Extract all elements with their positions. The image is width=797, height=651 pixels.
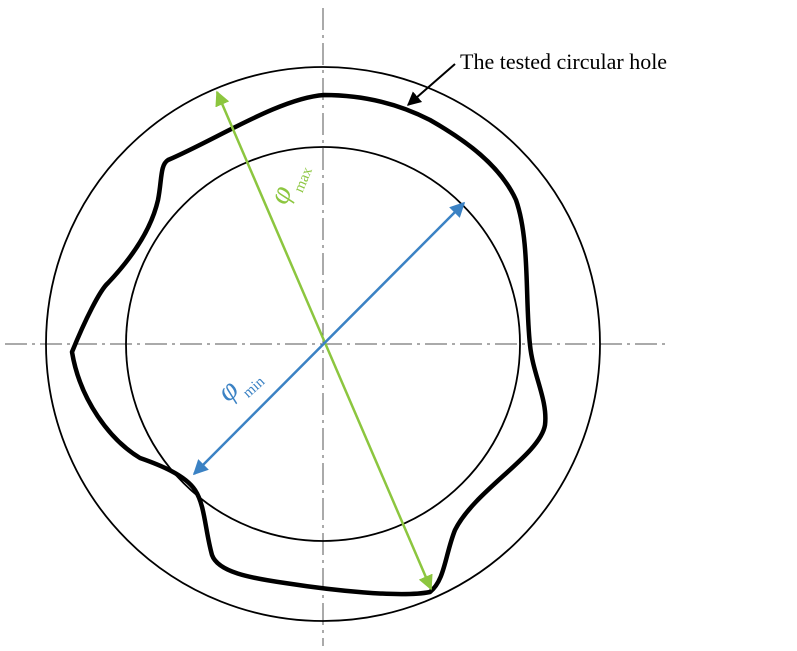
min-diameter-arrow bbox=[192, 201, 466, 476]
max-subscript: max bbox=[291, 164, 316, 194]
phi-max-label: φ max bbox=[262, 164, 316, 208]
callout-arrow bbox=[406, 63, 456, 106]
max-diameter-arrow bbox=[215, 90, 433, 591]
phi-min-label: φ min bbox=[211, 373, 269, 409]
callout-label: The tested circular hole bbox=[460, 49, 667, 74]
outer-circle bbox=[45, 66, 601, 622]
